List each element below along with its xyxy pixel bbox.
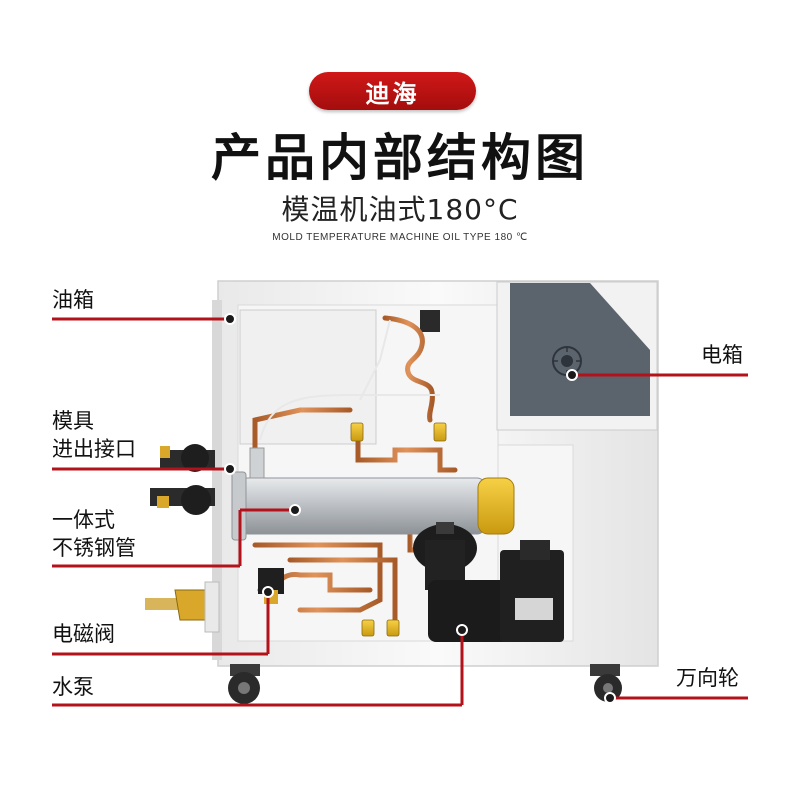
caster-wheels [228,664,622,704]
page-subtitle: 模温机油式180°C [281,193,519,226]
brand-badge: 迪海 [309,72,476,110]
page-title: 产品内部结构图 [211,129,589,187]
label-water-pump: 水泵 [52,675,94,699]
label-mold-port-1: 模具 [52,409,94,433]
leader-lines [52,317,748,707]
label-tube-1: 一体式 [52,508,115,532]
stainless-tube [231,447,515,541]
electric-box [496,281,658,431]
label-electric-box: 电箱 [701,343,743,367]
label-caster: 万向轮 [676,666,739,690]
label-solenoid-valve: 电磁阀 [52,622,115,646]
english-caption: MOLD TEMPERATURE MACHINE OIL TYPE 180 ℃ [272,232,528,243]
water-pump [413,522,564,642]
label-oil-tank: 油箱 [52,288,94,312]
mold-port-fittings [150,444,215,515]
oil-tank [239,309,377,445]
leader-dots [224,313,616,704]
label-tube-2: 不锈钢管 [52,536,136,560]
label-mold-port-2: 进出接口 [52,437,136,461]
